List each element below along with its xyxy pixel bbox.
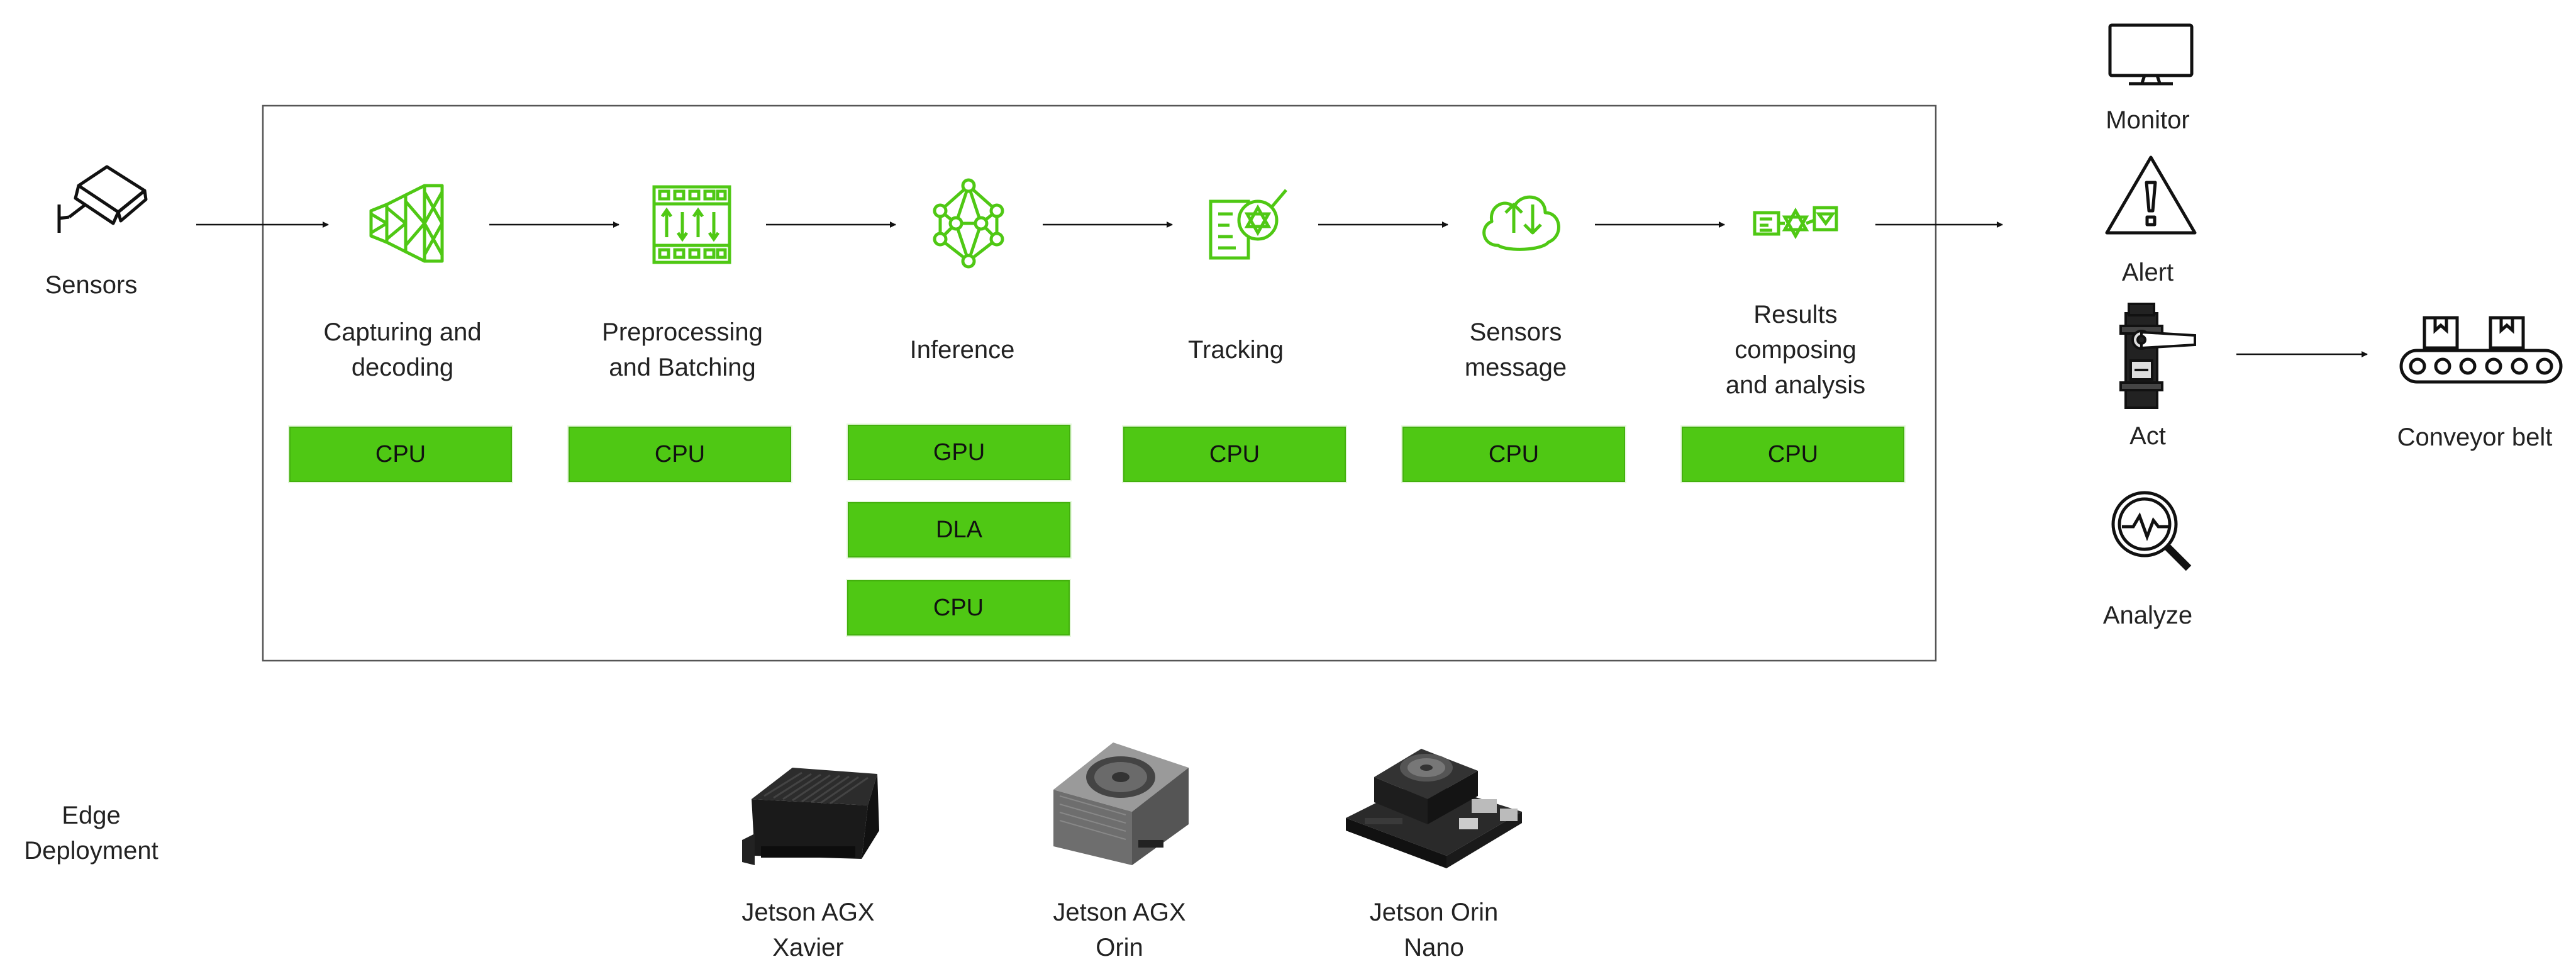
output-label-alert: Alert [2121,259,2174,286]
chip-tracking-cpu: CPU [1123,427,1346,482]
device-label-orin-nano: Jetson Orin Nano [1369,899,1499,961]
neural-network-icon [933,178,1004,269]
chip-sensors-message-cpu: CPU [1402,427,1625,482]
conveyor-label: Conveyor belt [2397,423,2553,451]
output-label-analyze: Analyze [2102,602,2193,629]
jetson-agx-orin-icon [1053,742,1189,865]
stage-label-results: Results composing and analysis [1725,301,1866,399]
chip-preprocessing-cpu: CPU [569,427,791,482]
edge-deployment-label: Edge Deployment [24,802,158,865]
pipeline-box [262,104,1937,662]
alert-icon [2105,155,2197,235]
tracking-icon [1209,189,1287,260]
stage-label-preprocessing: Preprocessing and Batching [602,318,763,381]
batching-icon [652,185,731,264]
output-label-act: Act [2129,422,2166,450]
chip-inference-cpu: CPU [847,580,1070,636]
stage-label-sensors-message: Sensors message [1464,318,1567,381]
jetson-orin-nano-icon [1346,749,1522,868]
analysis-flow-icon [1753,206,1838,240]
security-camera-icon [57,165,148,233]
device-label-agx-xavier: Jetson AGX Xavier [741,899,875,961]
output-label-monitor: Monitor [2106,106,2190,134]
monitor-icon [2108,23,2194,86]
decode-icon [369,184,444,263]
device-label-agx-orin: Jetson AGX Orin [1053,899,1186,961]
chip-results-cpu: CPU [1682,427,1904,482]
chip-inference-dla: DLA [848,502,1070,557]
conveyor-belt-icon [2399,316,2563,384]
cloud-message-icon [1482,195,1560,251]
stage-label-capturing: Capturing and decoding [323,318,482,381]
stage-label-tracking: Tracking [1188,336,1284,364]
magnifier-chart-icon [2111,491,2192,571]
servo-icon [2119,303,2196,409]
stage-label-inference: Inference [909,336,1015,364]
chip-capturing-cpu: CPU [289,427,512,482]
chip-inference-gpu: GPU [848,425,1070,480]
sensors-label: Sensors [45,271,138,299]
jetson-agx-xavier-icon [742,768,879,865]
